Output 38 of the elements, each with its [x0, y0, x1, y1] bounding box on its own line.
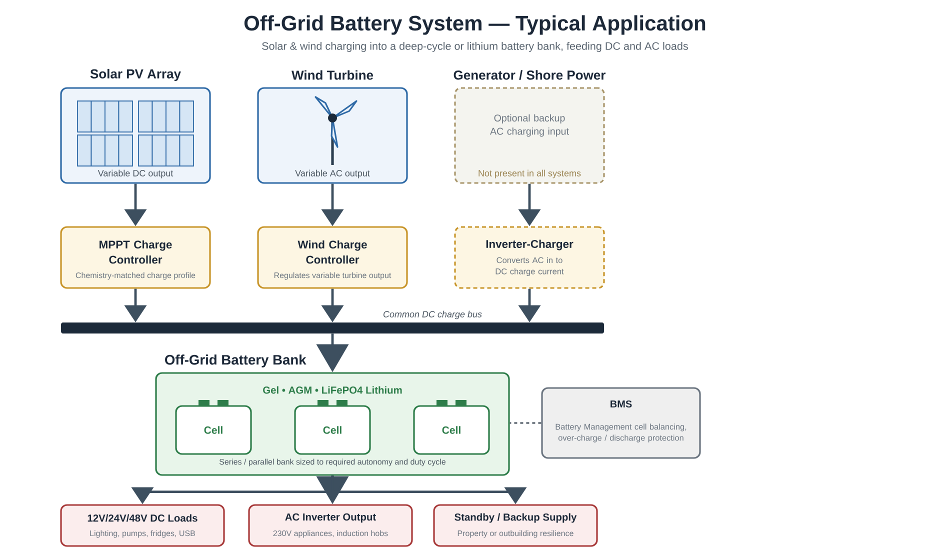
box-caption: Not present in all systems: [478, 170, 581, 178]
load-box: [60, 504, 225, 547]
controller-box: [60, 226, 211, 289]
box-note: Chemistry-matched charge profile: [76, 272, 196, 280]
dashed-line: [510, 422, 542, 424]
bms-box: [541, 387, 701, 459]
box-note: Property or outbuilding resilience: [458, 530, 574, 538]
load-box: [248, 504, 413, 547]
controller-box: [454, 226, 605, 289]
battery-cell: Cell: [294, 400, 371, 455]
box-heading: Generator / Shore Power: [454, 70, 606, 80]
box-note: 230V appliances, induction hobs: [273, 530, 388, 538]
box-heading: Off-Grid Battery Bank: [165, 354, 306, 368]
box-caption: Series / parallel bank sized to required autonomy and duty cycle: [219, 458, 446, 466]
box-title: BMS: [610, 400, 632, 408]
box-heading: Solar PV Array: [90, 68, 181, 82]
box-caption: Variable AC output: [295, 170, 370, 178]
box-title: Inverter-Charger: [486, 240, 574, 250]
box-title: AC Inverter Output: [285, 513, 376, 523]
box-heading: Wind Turbine: [292, 70, 374, 80]
load-box: [433, 504, 598, 547]
box-title: MPPT Charge Controller: [100, 240, 172, 264]
battery-cell: Cell: [175, 400, 252, 455]
battery-cell: Cell: [413, 400, 490, 455]
box-title: Standby / Backup Supply: [454, 513, 577, 523]
box-note: Converts AC in to DC charge current: [496, 257, 564, 276]
box-note: Battery Management cell balancing, over-charge / discharge protection: [556, 424, 686, 442]
title: Off-Grid Battery System — Typical Application: [244, 15, 706, 35]
box-title: 12V/24V/48V DC Loads: [88, 514, 198, 522]
box-note: Optional backup AC charging input: [490, 114, 569, 137]
box-title: Gel • AGM • LiFePO4 Lithium: [263, 386, 402, 394]
bus-label: Common DC charge bus: [384, 310, 482, 320]
box-note: Lighting, pumps, fridges, USB: [90, 530, 195, 538]
box-title: Wind Charge Controller: [298, 240, 367, 264]
controller-box: [257, 226, 408, 289]
box-caption: Variable DC output: [98, 170, 174, 178]
box-note: Regulates variable turbine output: [274, 272, 392, 280]
subtitle: Solar & wind charging into a deep-cycle or lithium battery bank, feeding DC and AC loads: [262, 42, 688, 52]
